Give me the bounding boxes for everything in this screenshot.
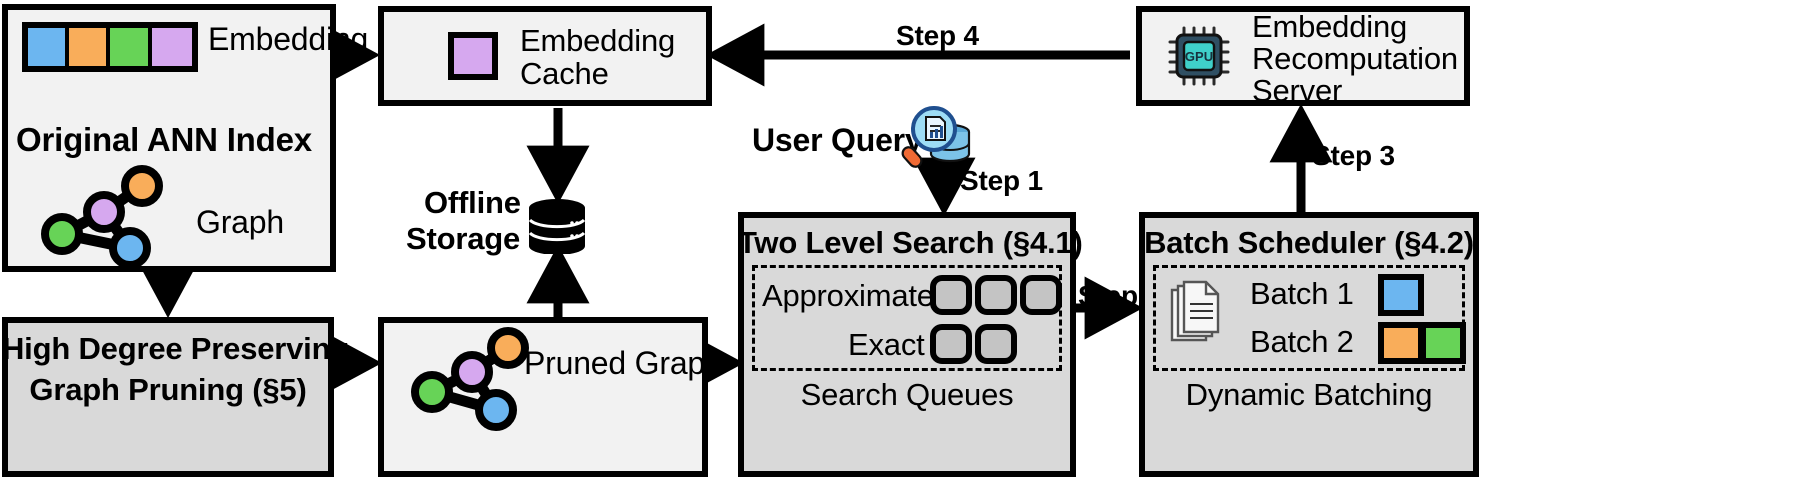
batch-scheduler-title: Batch Scheduler (§4.2) — [1144, 225, 1474, 260]
exact-label: Exact — [848, 327, 925, 362]
search-queues-footer: Search Queues — [800, 377, 1014, 412]
embedding-swatch-green — [110, 28, 152, 66]
step1-label: Step 1 — [960, 165, 1043, 196]
exact-queue-slot-2 — [975, 324, 1017, 364]
recomputation-server-title-line2: Recomputation — [1252, 41, 1458, 76]
approximate-queue-slot-3 — [1020, 275, 1062, 315]
embedding-cache-swatch — [448, 32, 498, 80]
recomputation-server-title-line1: Embedding — [1252, 9, 1408, 44]
pruned-graph-label: Pruned Graph — [524, 345, 723, 381]
dynamic-batching-dashed-region — [1153, 265, 1465, 371]
embedding-swatch-blue — [28, 28, 70, 66]
two-level-search-box — [738, 212, 1076, 477]
batch-scheduler-box — [1139, 212, 1479, 477]
two-level-search-title: Two Level Search (§4.1) — [738, 225, 1083, 260]
graph-pruning-title-line2: Graph Pruning (§5) — [29, 372, 307, 407]
svg-text:GPU: GPU — [1185, 49, 1213, 64]
offline-storage-label-line1: Offline — [424, 185, 521, 220]
batch-2-swatch-green — [1420, 322, 1466, 364]
search-document-database-icon — [900, 102, 972, 172]
batch-1-label: Batch 1 — [1250, 276, 1354, 311]
graph-label: Graph — [196, 204, 284, 240]
batch-2-label: Batch 2 — [1250, 324, 1354, 359]
user-query-label: User Query — [752, 122, 923, 158]
approximate-queue-slot-2 — [975, 275, 1017, 315]
graph-pruning-box — [2, 317, 334, 477]
embedding-swatch-orange — [69, 28, 111, 66]
approximate-label: Approximate — [762, 278, 934, 313]
embedding-label: Embedding — [208, 21, 369, 57]
gpu-chip-icon: GPU — [1168, 26, 1230, 86]
database-cylinder-icon — [526, 198, 588, 254]
offline-storage-label-line2: Storage — [406, 221, 521, 256]
batch-1-swatch-blue — [1378, 274, 1424, 316]
embedding-swatch-strip — [22, 22, 198, 72]
pruned-graph-glyph — [408, 327, 534, 438]
embedding-cache-title-line2: Cache — [520, 56, 609, 91]
batch-2-swatch-orange — [1378, 322, 1424, 364]
original-ann-index-title: Original ANN Index — [16, 121, 312, 158]
graph-pruning-title-line1: High Degree Preserving — [2, 331, 350, 366]
original-graph-glyph — [38, 165, 168, 269]
approximate-queue-slot-1 — [930, 275, 972, 315]
recomputation-server-title-line3: Server — [1252, 73, 1343, 108]
exact-queue-slot-1 — [930, 324, 972, 364]
documents-stack-icon — [1168, 280, 1224, 346]
embedding-cache-title-line1: Embedding — [520, 23, 676, 58]
step3-label: Step 3 — [1312, 140, 1395, 171]
step4-label: Step 4 — [896, 20, 979, 51]
dynamic-batching-footer: Dynamic Batching — [1185, 377, 1433, 412]
search-queues-dashed-region — [752, 265, 1062, 371]
embedding-swatch-purple — [151, 28, 192, 66]
embedding-cache-box — [378, 6, 712, 106]
